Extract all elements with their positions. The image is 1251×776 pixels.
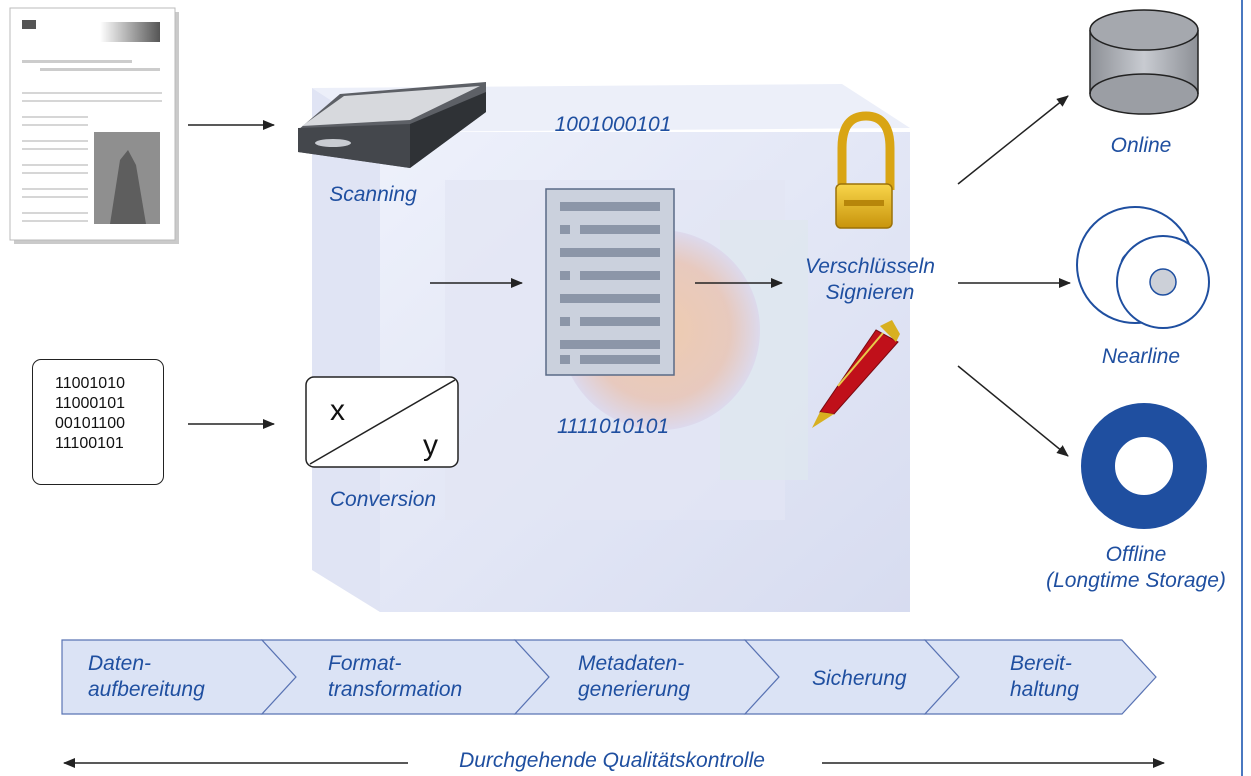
offline-storage-icon bbox=[1081, 403, 1207, 529]
arrow-to-offline bbox=[957, 365, 1069, 457]
chevron-step-5 bbox=[923, 639, 1157, 715]
nearline-storage-icon bbox=[1076, 206, 1210, 329]
conversion-x: x bbox=[330, 394, 345, 427]
step-label-5: Bereit- haltung bbox=[1010, 652, 1079, 701]
bits-top-label: 1001000101 bbox=[554, 113, 672, 136]
arrow-to-online bbox=[957, 95, 1069, 185]
right-edge-bar bbox=[1241, 0, 1243, 776]
conversion-box: x y bbox=[305, 376, 459, 468]
encrypt-sign-label: Verschlüsseln Signieren bbox=[805, 255, 935, 304]
process-chevrons bbox=[61, 639, 1157, 715]
document-icon bbox=[9, 7, 179, 244]
scanner-icon bbox=[298, 82, 486, 168]
conversion-label: Conversion bbox=[329, 488, 437, 511]
binary-line: 11100101 bbox=[55, 435, 124, 452]
offline-label: Offline (Longtime Storage) bbox=[1046, 543, 1226, 592]
padlock-icon bbox=[835, 111, 895, 229]
step-label-4: Sicherung bbox=[812, 667, 907, 690]
online-label: Online bbox=[1110, 134, 1172, 157]
step-label-2: Format- transformation bbox=[328, 652, 463, 701]
binary-input-box: 11001010 11000101 00101100 11100101 bbox=[32, 359, 164, 485]
step-label-1: Daten- aufbereitung bbox=[88, 652, 205, 701]
binary-line: 11000101 bbox=[55, 395, 125, 412]
bits-bottom-label: 1111010101 bbox=[556, 415, 670, 438]
metadata-document-icon bbox=[545, 188, 675, 376]
scanning-label: Scanning bbox=[329, 183, 417, 206]
step-label-3: Metadaten- generierung bbox=[578, 652, 691, 701]
nearline-label: Nearline bbox=[1101, 345, 1181, 368]
online-storage-icon bbox=[1089, 9, 1199, 115]
pen-icon bbox=[812, 320, 900, 428]
conversion-y: y bbox=[423, 429, 438, 462]
quality-control-label: Durchgehende Qualitätskontrolle bbox=[459, 749, 765, 772]
flow-arrows bbox=[188, 95, 1071, 457]
binary-line: 11001010 bbox=[55, 375, 125, 392]
binary-line: 00101100 bbox=[55, 415, 125, 432]
